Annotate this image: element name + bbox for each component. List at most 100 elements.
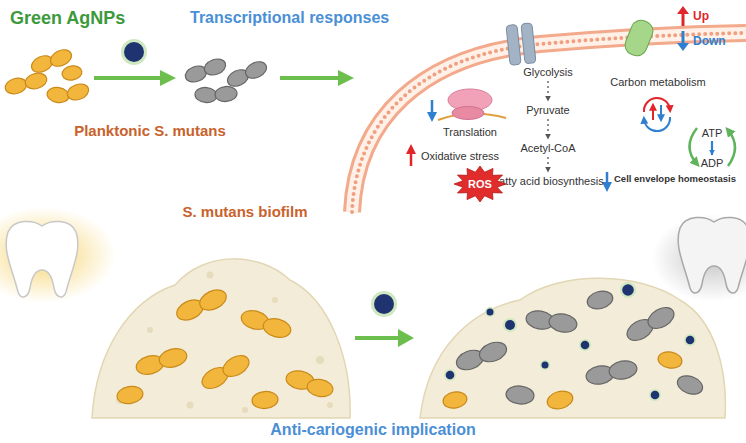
flow-arrow (547, 81, 548, 101)
node-text: Acetyl-CoA (520, 142, 575, 155)
matrix-texture (116, 272, 333, 414)
matrix-dot (316, 356, 324, 364)
cell (219, 351, 252, 381)
gray-cells (183, 56, 269, 103)
nanoparticle-core (542, 362, 549, 369)
nanoparticle-shell (485, 307, 495, 317)
cell (306, 377, 335, 398)
tooth-shadow (652, 214, 746, 302)
arrow-shaft (682, 13, 685, 26)
down-arrow (431, 100, 434, 118)
ros-burst: ROS (454, 166, 506, 202)
matrix-dot (327, 402, 333, 408)
yellow-cells (3, 47, 90, 105)
legend-item: Up (676, 5, 709, 27)
up-arrow (410, 148, 413, 166)
burst-shape (454, 166, 506, 202)
cell (65, 81, 91, 103)
legend-arrow (676, 5, 690, 27)
legend-arrow (676, 30, 690, 52)
cell (116, 384, 145, 405)
nanoparticle-core (446, 371, 455, 380)
arrow-head (677, 6, 689, 14)
channel-subunit (521, 23, 536, 64)
process-label: Oxidative stress (415, 150, 505, 163)
nanoparticle-shell (444, 369, 456, 381)
process-label: Carbon metabolism (608, 76, 708, 89)
node-text: ROS (468, 178, 492, 191)
cell (243, 59, 269, 82)
panel-title: Planktonic S. mutans (50, 122, 250, 139)
nanoparticles (444, 282, 696, 401)
cycle-arrow (644, 98, 670, 112)
nanoparticle-core (487, 309, 494, 316)
cell (251, 390, 278, 409)
nanoparticle-core (505, 320, 515, 330)
yellow-cells (442, 350, 683, 412)
biofilm-matrix (92, 259, 350, 418)
nanoparticle-shell (371, 291, 397, 317)
pathway-step: Glycolysis (508, 64, 588, 80)
yellow-cells (116, 286, 335, 410)
cell (194, 87, 217, 104)
nanoparticle-core (124, 42, 144, 62)
cell (261, 316, 293, 341)
flow-arrow (547, 119, 548, 139)
legend-item: Down (676, 30, 726, 52)
cell (608, 359, 639, 382)
nanoparticle-shell (121, 39, 147, 65)
panel-title: Transcriptional responses (190, 9, 400, 27)
nanoparticle-shell (649, 389, 661, 401)
flow-arrow (711, 141, 713, 155)
biofilm-matrix (420, 278, 725, 418)
node-text: Pyruvate (526, 104, 569, 117)
nanoparticle-core (581, 341, 590, 350)
matrix-dot (242, 407, 248, 413)
arrow-shaft (682, 31, 685, 44)
channel-subunit (506, 24, 521, 65)
cell (157, 346, 189, 371)
matrix-dot (187, 402, 194, 409)
panel-title: Green AgNPs (10, 8, 140, 29)
tooth (6, 221, 78, 297)
lipid-heads (352, 33, 746, 212)
nanoparticle-core (374, 294, 394, 314)
cell-membrane (352, 33, 746, 212)
nanoparticle-core (686, 336, 695, 345)
membrane-transporter (622, 17, 656, 59)
nanoparticle-core (622, 284, 634, 296)
panel-title: Anti-cariogenic implication (213, 421, 533, 439)
pathway-step: Pyruvate (508, 102, 588, 118)
cell (675, 373, 705, 398)
cell (657, 350, 683, 370)
down-arrow (606, 172, 609, 188)
matrix-dot (147, 327, 153, 333)
process-label: Cell envelope homeostasis (614, 174, 746, 185)
up-arrow (652, 106, 654, 120)
arrow-head (677, 43, 689, 51)
nanoparticle-shell (579, 339, 591, 351)
process-arrow (94, 70, 176, 86)
cell (3, 76, 28, 96)
matrix-dot (272, 297, 278, 303)
cycle-arrow (690, 128, 698, 164)
cell (644, 303, 677, 333)
cell (477, 339, 509, 365)
process-arrow (355, 329, 414, 347)
cell (585, 288, 615, 311)
legend-text: Down (693, 34, 726, 48)
node-text: Glycolysis (523, 66, 573, 79)
legend-text: Up (693, 9, 709, 23)
cell (545, 388, 575, 411)
tooth-glow (0, 207, 116, 303)
matrix-dot (207, 272, 214, 279)
nanoparticle-core (651, 391, 660, 400)
energy-molecule: ADP (697, 156, 727, 170)
ribosome-small (452, 107, 484, 120)
cycle-arrow (728, 130, 735, 166)
process-arrow (280, 70, 354, 86)
cell (61, 64, 83, 81)
